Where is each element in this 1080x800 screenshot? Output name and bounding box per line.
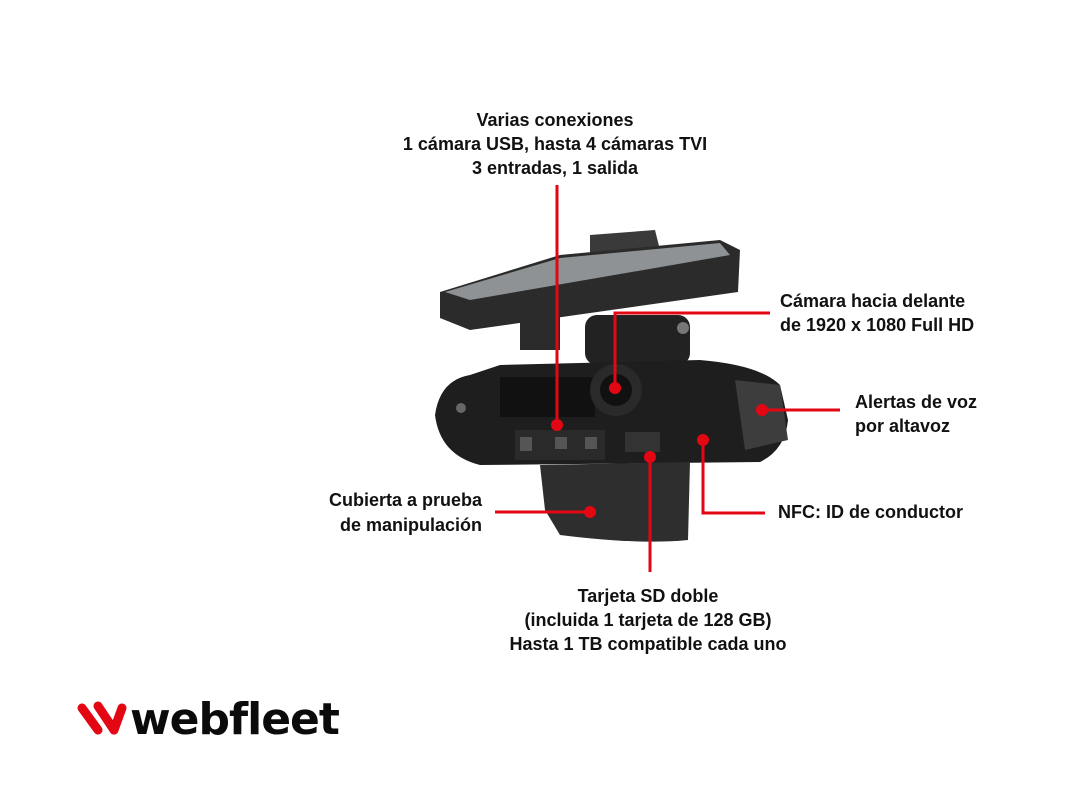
label-nfc: NFC: ID de conductor — [778, 502, 963, 522]
callout-dots — [551, 382, 768, 518]
svg-text:Alertas de voz: Alertas de voz — [855, 392, 977, 412]
webfleet-logo: webfleet — [77, 694, 341, 745]
webfleet-logo-mark-icon — [77, 701, 127, 735]
svg-text:por altavoz: por altavoz — [855, 416, 950, 436]
svg-text:3 entradas, 1 salida: 3 entradas, 1 salida — [472, 158, 639, 178]
svg-text:de manipulación: de manipulación — [340, 515, 482, 535]
svg-text:1 cámara USB, hasta 4 cámaras: 1 cámara USB, hasta 4 cámaras TVI — [403, 134, 707, 154]
svg-text:NFC: ID de conductor: NFC: ID de conductor — [778, 502, 963, 522]
svg-text:Tarjeta SD doble: Tarjeta SD doble — [578, 586, 719, 606]
svg-text:de 1920 x 1080 Full HD: de 1920 x 1080 Full HD — [780, 315, 974, 335]
label-camera: Cámara hacia delante de 1920 x 1080 Full… — [780, 291, 974, 335]
label-speaker: Alertas de voz por altavoz — [855, 392, 977, 436]
label-cover: Cubierta a prueba de manipulación — [329, 490, 483, 535]
svg-text:Cubierta a prueba: Cubierta a prueba — [329, 490, 483, 510]
svg-text:(incluida 1 tarjeta de 128 GB): (incluida 1 tarjeta de 128 GB) — [524, 610, 771, 630]
svg-text:Cámara hacia delante: Cámara hacia delante — [780, 291, 965, 311]
label-connections: Varias conexiones 1 cámara USB, hasta 4 … — [403, 110, 707, 178]
svg-text:Varias conexiones: Varias conexiones — [476, 110, 633, 130]
svg-text:Hasta 1 TB compatible cada uno: Hasta 1 TB compatible cada uno — [509, 634, 786, 654]
label-sd: Tarjeta SD doble (incluida 1 tarjeta de … — [509, 586, 786, 654]
svg-text:webfleet: webfleet — [130, 694, 340, 745]
callout-lines — [495, 185, 840, 572]
